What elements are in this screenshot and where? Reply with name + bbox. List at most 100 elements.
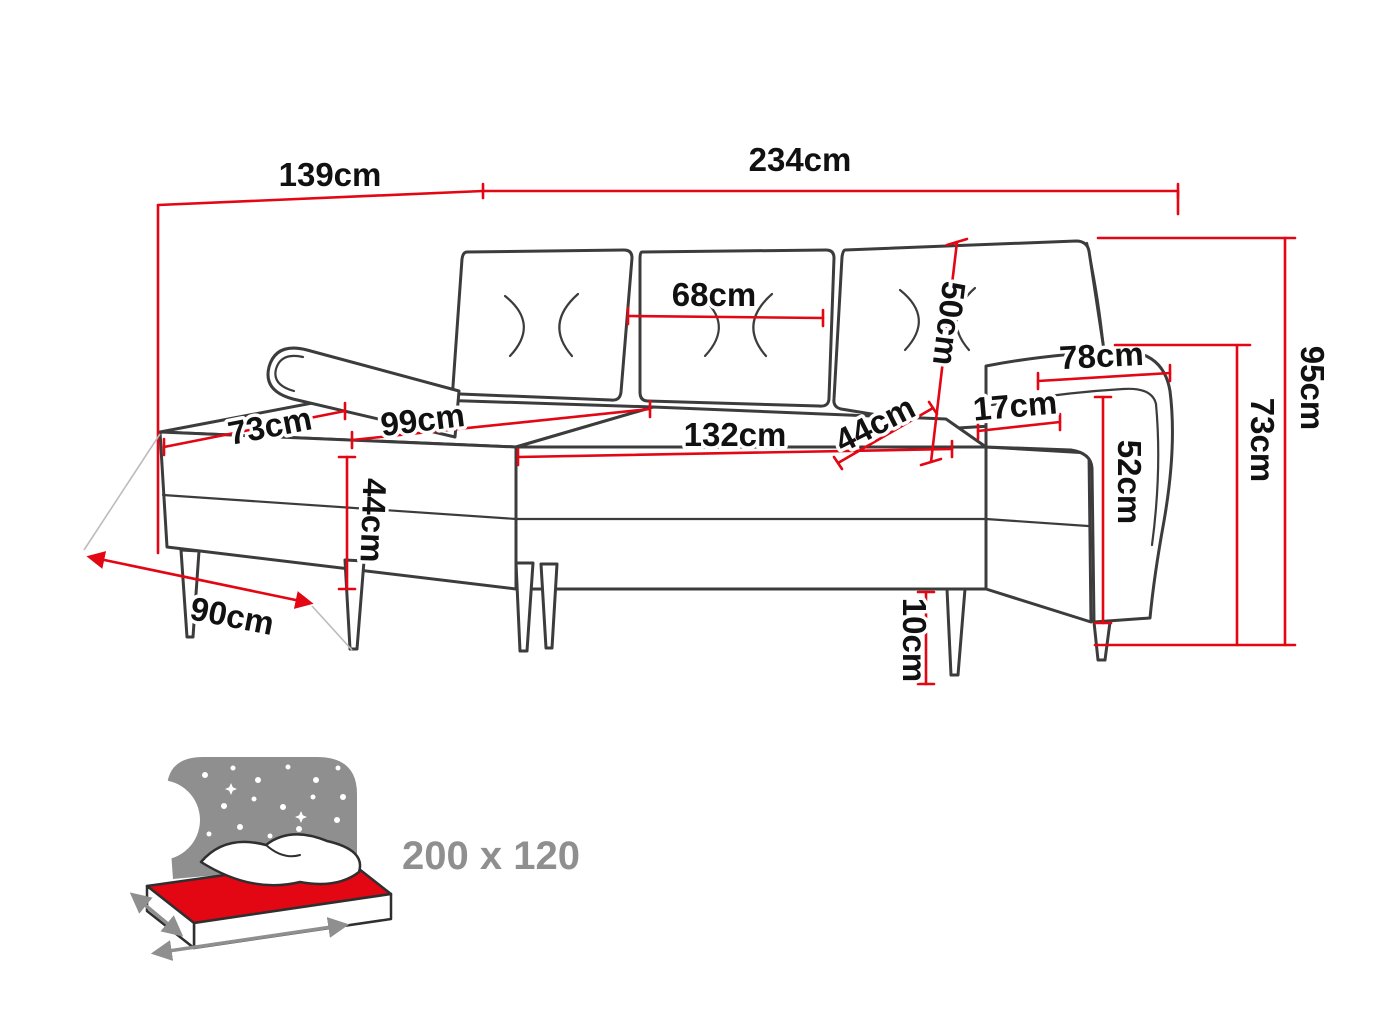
star bbox=[267, 833, 273, 839]
right-armrest bbox=[984, 349, 1174, 624]
dim-side-height-label: 52cm bbox=[1111, 440, 1148, 524]
star bbox=[202, 772, 208, 778]
back-cushion-left bbox=[451, 248, 634, 402]
dim-total-width-label: 234cm bbox=[749, 141, 852, 178]
star bbox=[255, 777, 261, 783]
star bbox=[206, 831, 212, 837]
right-armrest-body bbox=[984, 349, 1174, 624]
dim-armrest-width: 17cm bbox=[968, 380, 1062, 441]
dim-tick bbox=[916, 590, 936, 686]
star bbox=[280, 804, 286, 810]
dim-armrest-width-label: 17cm bbox=[971, 383, 1058, 427]
star bbox=[296, 826, 302, 832]
dim-armrest-height: 73cm bbox=[1093, 343, 1297, 647]
sofa-line-drawing bbox=[158, 239, 1174, 677]
star bbox=[334, 817, 340, 823]
right-armrest-roll-line bbox=[990, 387, 1158, 407]
dim-armrest-depth: 78cm bbox=[1036, 331, 1172, 391]
dim-seat-width-label: 132cm bbox=[684, 416, 787, 453]
star bbox=[313, 777, 319, 783]
star bbox=[340, 794, 346, 800]
tuft-crease bbox=[898, 288, 920, 352]
dim-line bbox=[626, 314, 825, 320]
right-armrest-inner-edge bbox=[1150, 402, 1160, 547]
chaise-front-face bbox=[158, 430, 518, 591]
dim-armrest-depth-label: 78cm bbox=[1058, 335, 1144, 376]
width-arrow-icon bbox=[150, 917, 350, 961]
tuft-crease bbox=[698, 294, 720, 358]
dim-seat-width: 132cm bbox=[516, 413, 954, 467]
duvet-fold-line bbox=[265, 844, 301, 858]
four-point-star bbox=[225, 783, 237, 795]
dim-back-cushion-width: 68cm bbox=[626, 273, 825, 328]
dim-backrest-height-label: 50cm bbox=[926, 279, 973, 367]
four-point-star bbox=[295, 811, 307, 823]
sleeping-area-label: 200 x 120 bbox=[402, 834, 580, 878]
left-armrest-roll-line bbox=[274, 354, 305, 393]
leg bbox=[1092, 620, 1112, 662]
back-cushions bbox=[451, 239, 1106, 430]
projection-guide bbox=[83, 433, 161, 551]
dim-corner-depth-label: 139cm bbox=[279, 156, 382, 193]
dim-line bbox=[976, 420, 1062, 433]
pillow-duvet bbox=[199, 833, 362, 887]
armrest-base-face bbox=[984, 445, 1093, 624]
tuft-crease bbox=[955, 286, 977, 352]
left-armrest bbox=[266, 346, 461, 439]
dim-chaise-floor-depth-label: 90cm bbox=[187, 589, 277, 641]
dim-backrest-height: 50cm bbox=[919, 237, 976, 467]
dim-line bbox=[1036, 371, 1172, 383]
left-armrest-body bbox=[266, 346, 461, 439]
dim-tick bbox=[162, 401, 347, 457]
dim-total-width: 234cm bbox=[481, 138, 1180, 216]
dim-armrest-height-label: 73cm bbox=[1244, 398, 1281, 482]
dim-seat-height: 44cm bbox=[337, 455, 397, 591]
leg bbox=[539, 562, 559, 650]
cushion-tuft-creases bbox=[503, 286, 977, 358]
projection-guide bbox=[311, 605, 353, 651]
dim-leg-height-label: 10cm bbox=[896, 598, 933, 682]
dim-tick bbox=[832, 400, 939, 471]
leg bbox=[514, 561, 535, 653]
dim-tick bbox=[1036, 363, 1172, 391]
tuft-crease bbox=[503, 294, 525, 358]
dim-tick bbox=[626, 306, 825, 328]
dim-line bbox=[836, 406, 935, 465]
dim-line bbox=[86, 551, 314, 609]
dim-corner-depth: 139cm bbox=[156, 153, 485, 555]
front-seam-line bbox=[161, 493, 1090, 528]
dim-tick bbox=[976, 412, 1062, 441]
dim-tick bbox=[337, 455, 357, 591]
dim-line bbox=[350, 407, 652, 442]
sleeping-function-icon: 200 x 120 bbox=[120, 757, 580, 961]
dim-line bbox=[929, 240, 959, 464]
star bbox=[251, 796, 257, 802]
star bbox=[230, 765, 236, 771]
dim-seat-height-label: 44cm bbox=[354, 478, 394, 564]
crescent-moon-icon bbox=[120, 780, 200, 860]
dim-line bbox=[162, 409, 347, 449]
tuft-crease bbox=[558, 292, 580, 358]
dim-tick bbox=[350, 399, 652, 450]
star bbox=[221, 803, 227, 809]
star bbox=[310, 794, 316, 800]
star bbox=[335, 765, 341, 771]
dim-tick bbox=[516, 439, 954, 467]
leg bbox=[945, 587, 967, 677]
dim-line bbox=[156, 189, 485, 207]
star bbox=[237, 824, 243, 830]
dim-tick bbox=[1093, 395, 1113, 625]
back-cushion-middle bbox=[638, 248, 836, 408]
dim-total-height: 95cm bbox=[1096, 236, 1335, 647]
seat-and-chaise bbox=[158, 395, 1093, 624]
leg bbox=[343, 558, 366, 651]
dimension-annotations: 139cm 234cm 68cm 50cm 78cm 17cm bbox=[83, 138, 1335, 686]
tuft-crease bbox=[752, 292, 774, 358]
dim-line bbox=[516, 447, 954, 459]
star bbox=[285, 764, 291, 770]
backrest-right-edge bbox=[1085, 241, 1106, 352]
dim-back-cushion-width-label: 68cm bbox=[672, 276, 756, 313]
dim-leg-height: 10cm bbox=[893, 590, 937, 686]
dim-total-height-label: 95cm bbox=[1294, 346, 1331, 430]
